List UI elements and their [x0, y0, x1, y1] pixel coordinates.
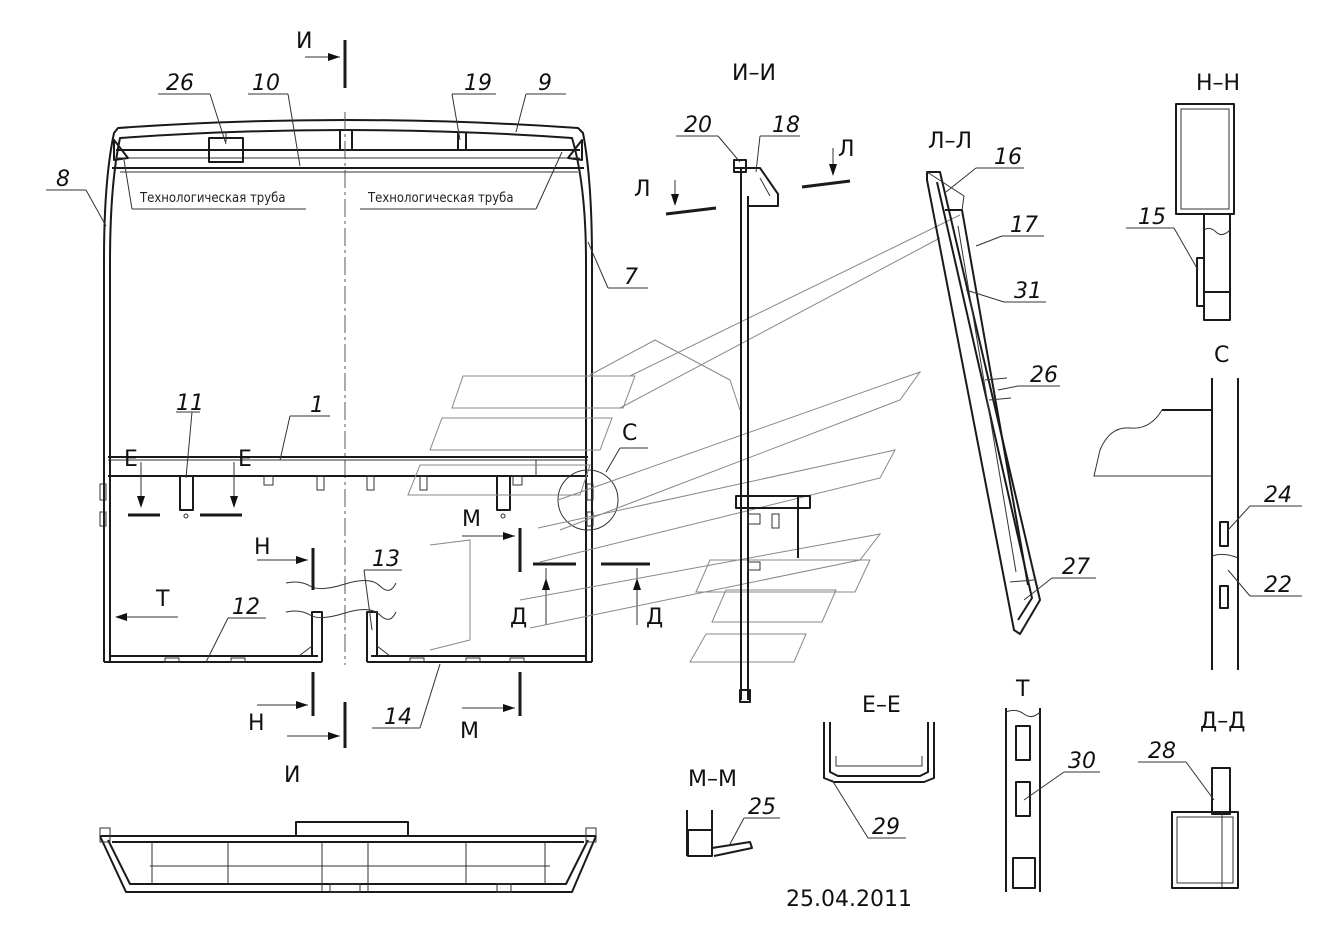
section-LL-view — [926, 171, 1041, 635]
part-label-17: 17 — [1010, 213, 1038, 238]
marker-L-right: Л — [838, 137, 855, 162]
part-label-26-right: 26 — [1030, 363, 1058, 388]
section-T-view — [1005, 708, 1041, 892]
part-label-14: 14 — [384, 705, 412, 730]
marker-C: С — [622, 421, 637, 446]
part-label-1: 1 — [310, 393, 324, 418]
part-number-labels: 26 10 19 9 8 7 11 1 12 13 14 20 18 16 17… — [56, 71, 1292, 840]
part-label-7: 7 — [624, 265, 638, 290]
marker-I-top: И — [296, 29, 312, 54]
detail-C-view — [1093, 378, 1239, 670]
part-label-12: 12 — [232, 595, 260, 620]
section-MM-view — [686, 810, 753, 857]
part-label-19: 19 — [464, 71, 492, 96]
part-label-25: 25 — [748, 795, 776, 820]
part-label-30: 30 — [1068, 749, 1096, 774]
part-label-24: 24 — [1264, 483, 1292, 508]
part-label-22: 22 — [1264, 573, 1292, 598]
part-label-11: 11 — [176, 391, 204, 416]
main-frame-view — [99, 112, 619, 665]
marker-M-top: М — [462, 507, 481, 532]
section-NN-view — [1175, 103, 1235, 321]
title-section-LL: Л–Л — [928, 129, 972, 154]
section-II-view — [665, 148, 851, 703]
leader-lines — [46, 93, 1302, 845]
part-label-27: 27 — [1062, 555, 1090, 580]
part-label-15: 15 — [1138, 205, 1166, 230]
title-detail-C: С — [1214, 343, 1229, 368]
marker-M-bottom: М — [460, 719, 479, 744]
marker-E-right: Е — [238, 447, 252, 472]
marker-I-bottom: И — [284, 763, 300, 788]
marker-E-left: Е — [124, 447, 138, 472]
view-titles: И–И Л–Л Н–Н С Е–Е М–М Т Д–Д И — [688, 61, 1245, 792]
section-DD-view — [1171, 767, 1239, 889]
marker-D-right: Д — [646, 605, 663, 630]
part-label-16: 16 — [994, 145, 1022, 170]
title-section-DD: Д–Д — [1200, 709, 1245, 734]
part-label-13: 13 — [372, 547, 400, 572]
title-view-T: Т — [1015, 677, 1030, 702]
background-leader-lines — [407, 214, 961, 663]
title-section-EE: Е–Е — [862, 693, 901, 718]
part-label-28: 28 — [1148, 739, 1176, 764]
part-label-26-top: 26 — [166, 71, 194, 96]
section-markers-main — [115, 40, 650, 748]
marker-N-bottom: Н — [248, 711, 265, 736]
part-label-20: 20 — [684, 113, 712, 138]
title-section-NN: Н–Н — [1196, 71, 1240, 96]
marker-L-left: Л — [634, 177, 651, 202]
part-label-29: 29 — [872, 815, 900, 840]
part-label-10: 10 — [252, 71, 280, 96]
marker-T: Т — [155, 587, 170, 612]
drawing-date: 25.04.2011 — [786, 887, 912, 912]
part-label-9: 9 — [538, 71, 552, 96]
note-tech-pipe-left: Технологическая труба — [139, 191, 286, 206]
section-marker-letters: И И Л Л Е Е М М Н Н Д Д Т С — [124, 29, 855, 788]
part-label-31: 31 — [1014, 279, 1042, 304]
view-I-bottom — [99, 821, 597, 893]
title-section-II: И–И — [732, 61, 776, 86]
marker-N-top: Н — [254, 535, 271, 560]
section-EE-view — [823, 722, 935, 783]
part-label-18: 18 — [772, 113, 800, 138]
note-tech-pipe-right: Технологическая труба — [367, 191, 514, 206]
part-label-8: 8 — [56, 167, 70, 192]
marker-D-left: Д — [510, 605, 527, 630]
title-section-MM: М–М — [688, 767, 737, 792]
